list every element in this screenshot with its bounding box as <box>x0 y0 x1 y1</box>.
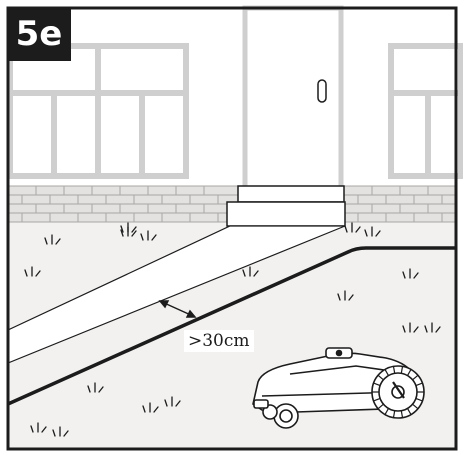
distance-label: >30cm <box>184 330 254 352</box>
double-arrow-icon <box>158 300 197 318</box>
grass-tufts <box>24 222 441 437</box>
door-icon <box>242 5 344 191</box>
window-left-icon <box>7 43 189 179</box>
window-right-icon <box>388 43 463 179</box>
step-icon <box>226 185 346 227</box>
step-badge: 5e <box>7 7 71 61</box>
robot-mower-icon <box>252 347 425 429</box>
boundary-wire <box>7 246 456 406</box>
figure-frame <box>6 6 458 451</box>
house-wall <box>8 8 456 186</box>
